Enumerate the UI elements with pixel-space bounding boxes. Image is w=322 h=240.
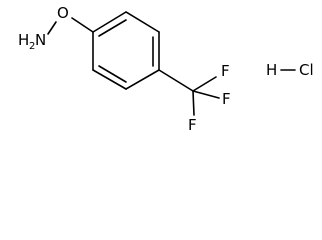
fluorine-label-right: F (222, 90, 231, 108)
c-f-bond-lower (192, 90, 195, 116)
c-f-bond-upper (192, 76, 217, 92)
n-o-bond (47, 21, 57, 35)
ring-double-bond-upper-left (98, 19, 127, 37)
c-f-bond-right (192, 90, 220, 99)
salt-chlorine-label: Cl (299, 61, 314, 79)
ring-bond-top-right (125, 11, 160, 33)
amine-subscript-label: 2 (29, 41, 35, 52)
fluorine-label-lower: F (188, 116, 197, 134)
ring-bond-bottom-left (92, 69, 127, 90)
ring-cf3-bond (158, 69, 194, 92)
amine-h-label: H (18, 31, 29, 49)
o-ring-bond (71, 17, 94, 33)
amine-n-label: N (35, 31, 46, 49)
oxygen-label: O (57, 4, 69, 22)
salt-hydrogen-label: H (266, 61, 277, 79)
ring-bond-top-left (92, 11, 127, 33)
fluorine-label-upper: F (221, 62, 230, 80)
ring-bond-bottom-right (125, 69, 160, 90)
chemical-structure: H 2 N O F F F H Cl (18, 4, 314, 134)
structure-canvas: H 2 N O F F F H Cl (18, 4, 314, 134)
ring-double-bond-lower-left (98, 65, 127, 83)
